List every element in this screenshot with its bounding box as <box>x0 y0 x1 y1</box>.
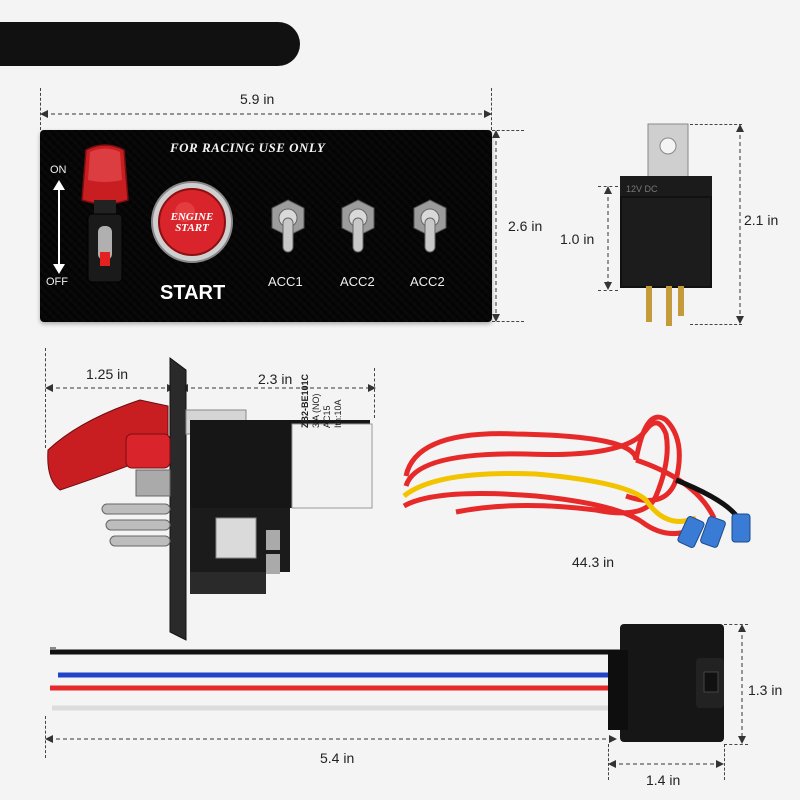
socket-wire-length-arrow <box>45 735 617 743</box>
panel-side-view <box>47 357 373 641</box>
relay-body-label: 1.0 in <box>560 231 595 247</box>
relay-socket-image <box>608 624 724 742</box>
safety-cover-toggle[interactable] <box>74 140 136 288</box>
button-block-text: ZB2-BE101C 3 A (NO) AC15 Ith:10A <box>300 374 344 428</box>
wire-harness-image <box>402 414 751 549</box>
relay-total-label: 2.1 in <box>744 212 779 228</box>
button-block-rating2: AC15 <box>322 405 332 428</box>
toggle-switch-acc2-a[interactable] <box>336 198 380 258</box>
engine-start-button-text: ENGINE START <box>150 212 234 234</box>
socket-wires-image <box>50 647 630 711</box>
harness-length-label: 44.3 in <box>572 554 615 570</box>
panel-height-label: 2.6 in <box>508 218 543 234</box>
switch-depth-label: 2.3 in <box>258 371 293 387</box>
panel-width-arrow <box>40 110 492 118</box>
panel-height-arrow <box>492 130 500 322</box>
relay-total-extension-bottom <box>690 324 742 325</box>
switch-label-acc2-a: ACC2 <box>340 274 375 289</box>
socket-wire-length-label: 5.4 in <box>320 750 355 766</box>
dim-extension-left <box>40 88 41 130</box>
toggle-switch-acc1[interactable] <box>266 198 310 258</box>
socket-height-extension-bottom <box>724 744 748 745</box>
socket-width-extension-right <box>724 744 725 780</box>
start-label: START <box>160 282 226 304</box>
relay-body-extension-bottom <box>598 290 618 291</box>
relay-total-extension-top <box>690 124 742 125</box>
panel-header-text: FOR RACING USE ONLY <box>170 140 326 155</box>
socket-width-extension-left <box>608 744 609 780</box>
dim-extension-right <box>491 88 492 130</box>
button-block-model: ZB2-BE101C <box>300 373 310 428</box>
panel-width-label: 5.9 in <box>240 91 275 107</box>
on-label: ON <box>50 164 67 176</box>
header-tab-shape <box>0 22 300 66</box>
socket-width-label: 1.4 in <box>646 772 681 788</box>
side-extension-left <box>45 348 46 448</box>
switch-label-acc2-b: ACC2 <box>410 274 445 289</box>
socket-width-arrow <box>608 760 724 768</box>
button-block-rating1: 3 A (NO) <box>311 393 321 428</box>
button-block-rating3: Ith:10A <box>333 399 343 428</box>
socket-height-label: 1.3 in <box>748 682 783 698</box>
dim-extension-bottom <box>492 321 524 322</box>
toggle-switch-acc2-b[interactable] <box>408 198 452 258</box>
socket-wire-extension-left <box>45 716 46 758</box>
side-extension-right <box>374 368 375 418</box>
dim-extension-top <box>492 130 524 131</box>
button-text-line2: START <box>175 222 209 234</box>
on-off-arrow-icon <box>53 180 65 274</box>
relay-image <box>620 123 712 326</box>
socket-height-extension-top <box>724 624 748 625</box>
cover-depth-label: 1.25 in <box>86 366 129 382</box>
relay-label: 12V DC <box>626 184 658 194</box>
socket-height-arrow <box>738 624 746 744</box>
button-text-line1: ENGINE <box>170 211 214 223</box>
off-label: OFF <box>46 276 68 288</box>
relay-total-arrow <box>736 124 744 324</box>
switch-label-acc1: ACC1 <box>268 274 303 289</box>
relay-body-arrow <box>604 186 612 290</box>
engine-start-button[interactable] <box>150 180 234 264</box>
